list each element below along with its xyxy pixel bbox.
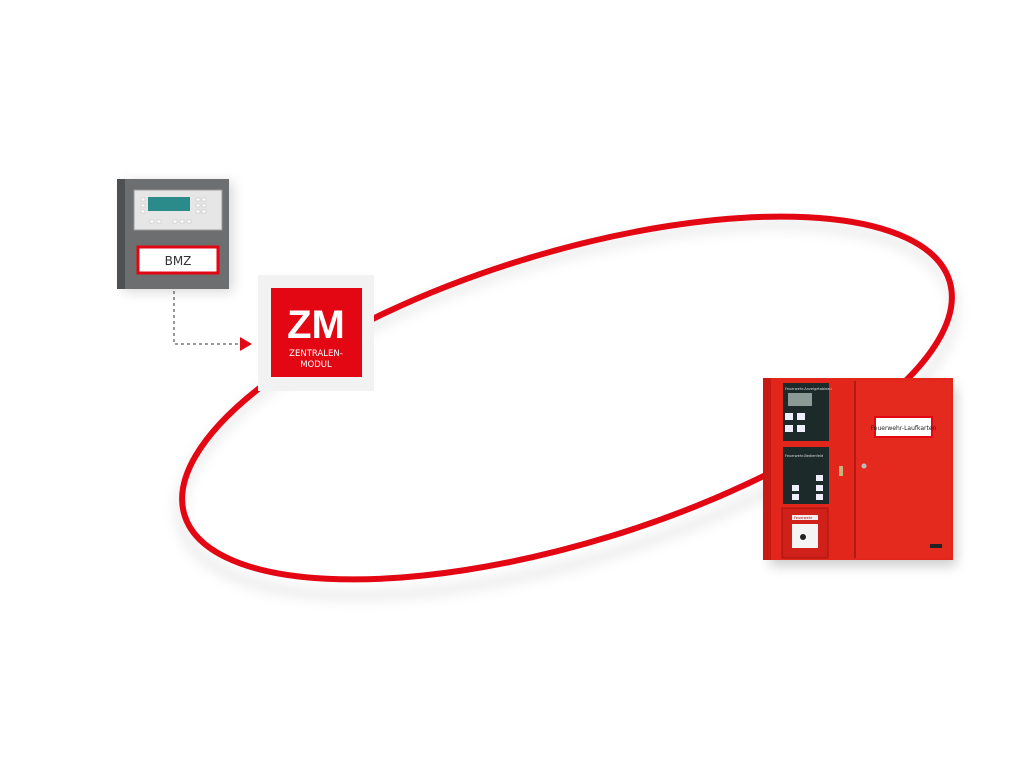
- zm-subtitle-2: MODUL: [300, 360, 332, 370]
- panel-mid-label: Feuerwehr-Bedienfeld: [785, 454, 823, 458]
- bmz-device: BMZ: [117, 179, 233, 292]
- key-icon: [839, 466, 843, 476]
- panel-bottom-label: Feuerwehr: [794, 516, 813, 520]
- bmz-display: [148, 197, 190, 211]
- panel-top-label: Feuerwehr-Anzeigetableau: [785, 387, 832, 391]
- bmz-to-zm-connector: [173, 291, 240, 345]
- lock-icon: [861, 463, 867, 469]
- bmz-label: BMZ: [165, 254, 192, 268]
- cabinet-sign: Feuerwehr-Laufkarten: [871, 425, 937, 432]
- fire-brigade-cabinet: Feuerwehr-Anzeigetableau Feuerwehr-Bedie…: [763, 378, 956, 566]
- zm-title: ZM: [287, 303, 345, 347]
- zm-subtitle-1: ZENTRALEN-: [289, 349, 343, 359]
- zentralen-modul: ZM ZENTRALEN- MODUL: [258, 275, 374, 391]
- bus-ring: [179, 213, 955, 583]
- arrow-head-icon: [240, 337, 252, 351]
